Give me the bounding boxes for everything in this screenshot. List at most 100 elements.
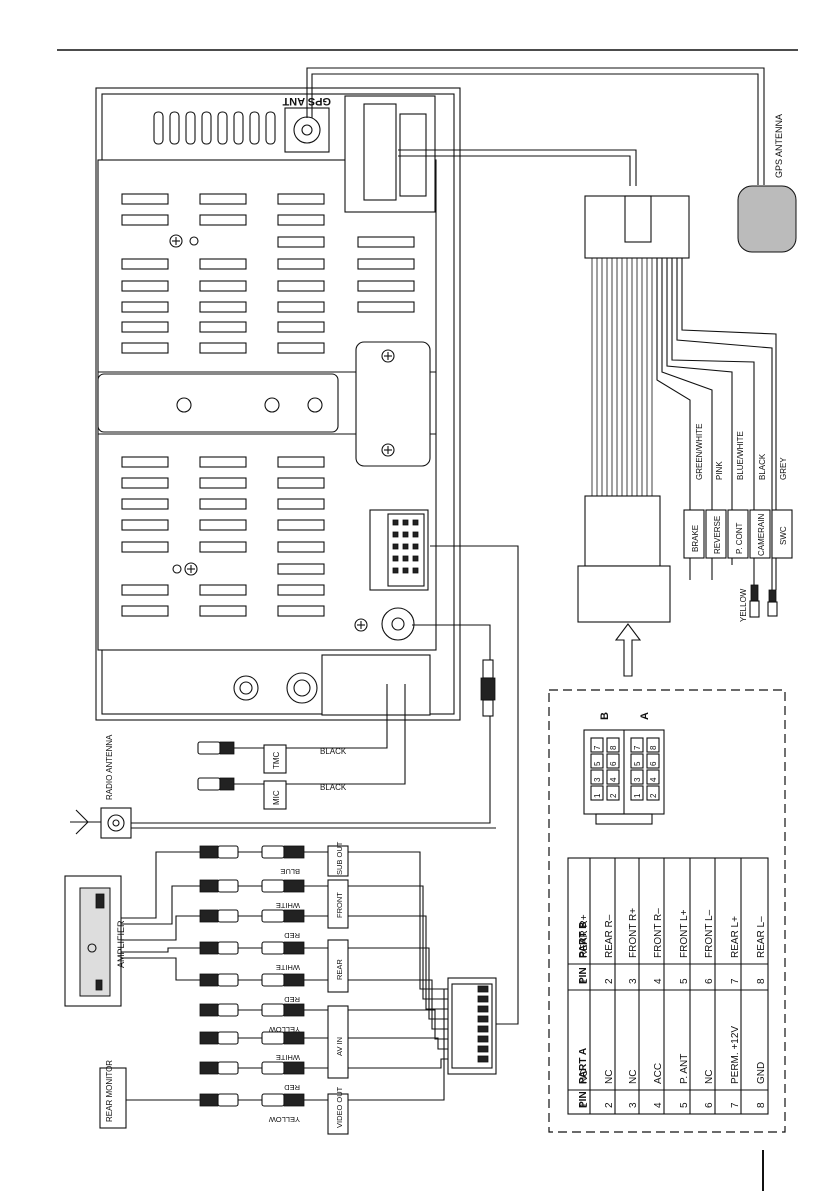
pin-table-cell: NC xyxy=(704,1070,715,1084)
pins xyxy=(392,519,419,574)
bracket xyxy=(355,341,431,467)
iso-pin: 7 xyxy=(593,745,602,750)
rca-jack-icon xyxy=(283,1031,305,1045)
jack xyxy=(233,675,259,701)
pin-table-cell: P. ANT xyxy=(679,1054,690,1084)
rca-jack-icon xyxy=(261,1093,285,1107)
iso-pin-numbers: 1 2 3 4 5 6 7 8 1 2 3 4 5 6 7 8 xyxy=(593,745,658,798)
arrow-up-icon xyxy=(614,623,642,677)
rca-jack-icon xyxy=(283,1061,305,1075)
rca-jack-icon xyxy=(261,1061,285,1075)
pin-table-cell: 4 xyxy=(653,978,664,984)
rca-plug-icon xyxy=(199,973,219,987)
multi-pin-cable xyxy=(430,545,519,1025)
rca-jack-icon xyxy=(261,845,285,859)
gps-antenna-label: GPS ANTENNA xyxy=(774,114,784,178)
rca-group-label: REAR xyxy=(335,959,344,980)
rca-color-label: YELLOW xyxy=(268,1115,300,1124)
iso-pin: 4 xyxy=(649,777,658,782)
wire-name-brake: BRAKE xyxy=(691,525,700,552)
vent-grid-upper xyxy=(121,193,415,354)
rca-plug-icon xyxy=(199,1061,219,1075)
pin-table-cell: REAR L– xyxy=(756,916,767,958)
rear-monitor-icon xyxy=(99,1067,127,1129)
pin-table-cell: 6 xyxy=(704,1102,715,1108)
rear-monitor-text: REAR MONITOR xyxy=(105,1060,114,1122)
antenna-cable xyxy=(131,624,491,824)
rca-plug-icon xyxy=(199,1031,219,1045)
rca-jack-icon xyxy=(283,845,305,859)
amplifier-icon xyxy=(64,875,122,1007)
radio-antenna-icon xyxy=(70,807,132,839)
head-unit xyxy=(95,87,461,721)
rca-plug-icon xyxy=(480,659,496,717)
rca-jack-icon xyxy=(283,941,305,955)
pin-table-cell: PART A xyxy=(578,1048,589,1084)
rca-group-box xyxy=(327,1005,349,1079)
rear-monitor-label: REAR MONITOR xyxy=(105,1060,114,1122)
pin-table-cell: GND xyxy=(756,1062,767,1084)
iso-connector xyxy=(583,729,665,825)
pin-table-cell: FRONT R– xyxy=(653,908,664,958)
rca-jack-icon xyxy=(261,941,285,955)
pin-table-cell: NC xyxy=(579,1070,590,1084)
pin-table-cell: PART B xyxy=(578,922,589,958)
rca-plug-icon xyxy=(199,941,219,955)
rca-color-label: WHITE xyxy=(276,963,300,972)
iso-detail-panel xyxy=(548,689,786,1133)
pin-table-cell: REAR R– xyxy=(604,914,615,958)
wire-color-green-white: GREEN/WHITE xyxy=(695,424,704,480)
pin-table-cell: 3 xyxy=(628,1102,639,1108)
iso-pin: 5 xyxy=(593,761,602,766)
rca-group-box xyxy=(327,879,349,929)
rca-color-label: RED xyxy=(284,931,300,940)
pin-table-cell: FRONT R+ xyxy=(628,908,639,958)
rca-plug-icon xyxy=(199,1093,219,1107)
mounting-bar xyxy=(97,373,339,433)
rca-plug-icon xyxy=(199,1003,219,1017)
rca-rows: BLUEWHITEREDWHITEREDYELLOWWHITEREDYELLOW… xyxy=(199,841,452,1135)
rca-jack-icon xyxy=(283,1093,305,1107)
wire-name-boxes xyxy=(683,509,793,559)
iso-pin: 3 xyxy=(593,777,602,782)
gps-cable xyxy=(306,67,765,185)
jack xyxy=(286,672,318,704)
pin-table-cell: 5 xyxy=(679,1102,690,1108)
rca-plug-icon xyxy=(199,879,219,893)
vent-grid-lower xyxy=(121,456,325,617)
rca-plug-icon xyxy=(217,941,239,955)
rca-plug-icon xyxy=(217,845,239,859)
rca-jack-icon xyxy=(261,879,285,893)
pin-table-cell: PIN xyxy=(578,1091,589,1108)
rca-jack-icon xyxy=(261,973,285,987)
rca-plug-icon xyxy=(199,845,219,859)
pin-table-cell: NC xyxy=(628,1070,639,1084)
iso-pin: 2 xyxy=(609,793,618,798)
rca-color-label: BLUE xyxy=(280,867,300,876)
pin-table-cell: 1 xyxy=(579,1102,590,1108)
rca-group-label: VIDEO OUT xyxy=(335,1086,344,1128)
pin-table-cell: 4 xyxy=(653,1102,664,1108)
pin-table-cell: NC xyxy=(604,1070,615,1084)
wire-color-grey: GREY xyxy=(779,457,788,480)
round-socket xyxy=(381,607,415,641)
iso-pin: 2 xyxy=(649,793,658,798)
iso-pin: 3 xyxy=(633,777,642,782)
pin-table-cell: FRONT L+ xyxy=(679,909,690,958)
harness-plug xyxy=(577,565,671,623)
mic-label: MIC xyxy=(272,790,281,805)
pin-table-cell: 7 xyxy=(730,978,741,984)
pin-table-cell: PIN xyxy=(578,967,589,984)
pin-table-cell: PERM. +12V xyxy=(730,1026,741,1084)
pin-table-cell: 8 xyxy=(756,1102,767,1108)
harness-plug xyxy=(584,195,690,259)
rca-plug-icon xyxy=(217,1031,239,1045)
iso-pin: 6 xyxy=(649,761,658,766)
harness-plug xyxy=(584,495,661,567)
iso-pin: 6 xyxy=(609,761,618,766)
rca-jack-icon xyxy=(283,1003,305,1017)
rca-color-label: RED xyxy=(284,995,300,1004)
mic-black-label: BLACK xyxy=(320,783,347,792)
pin-table-cell: 1 xyxy=(579,978,590,984)
